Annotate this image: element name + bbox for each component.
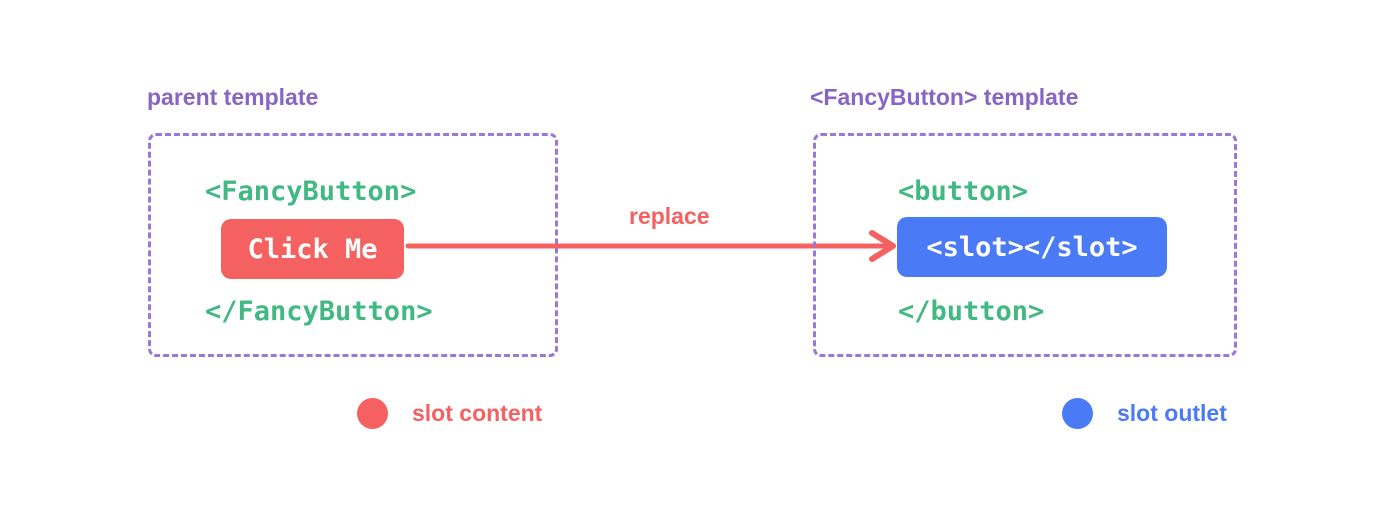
fancybutton-template-box xyxy=(813,133,1237,357)
fancybutton-close-tag: </FancyButton> xyxy=(205,296,433,327)
slot-outlet-chip: <slot></slot> xyxy=(897,217,1167,277)
button-open-tag: <button> xyxy=(898,176,1029,207)
fancybutton-open-tag: <FancyButton> xyxy=(205,176,417,207)
slot-outlet-dot-icon xyxy=(1062,398,1093,429)
slot-outlet-label: <slot></slot> xyxy=(926,231,1138,263)
slot-content-label: slot content xyxy=(412,400,543,426)
legend-slot-content: slot content xyxy=(357,398,542,429)
parent-template-title: parent template xyxy=(147,84,319,110)
replace-arrow-icon xyxy=(405,230,896,262)
legend-slot-outlet: slot outlet xyxy=(1062,398,1227,429)
replace-label: replace xyxy=(629,203,710,229)
click-me-button: Click Me xyxy=(221,219,404,279)
slot-content-dot-icon xyxy=(357,398,388,429)
click-me-label: Click Me xyxy=(247,233,378,265)
slot-outlet-label-legend: slot outlet xyxy=(1117,400,1227,426)
button-close-tag: </button> xyxy=(898,296,1045,327)
fancybutton-template-title: <FancyButton> template xyxy=(810,84,1079,110)
